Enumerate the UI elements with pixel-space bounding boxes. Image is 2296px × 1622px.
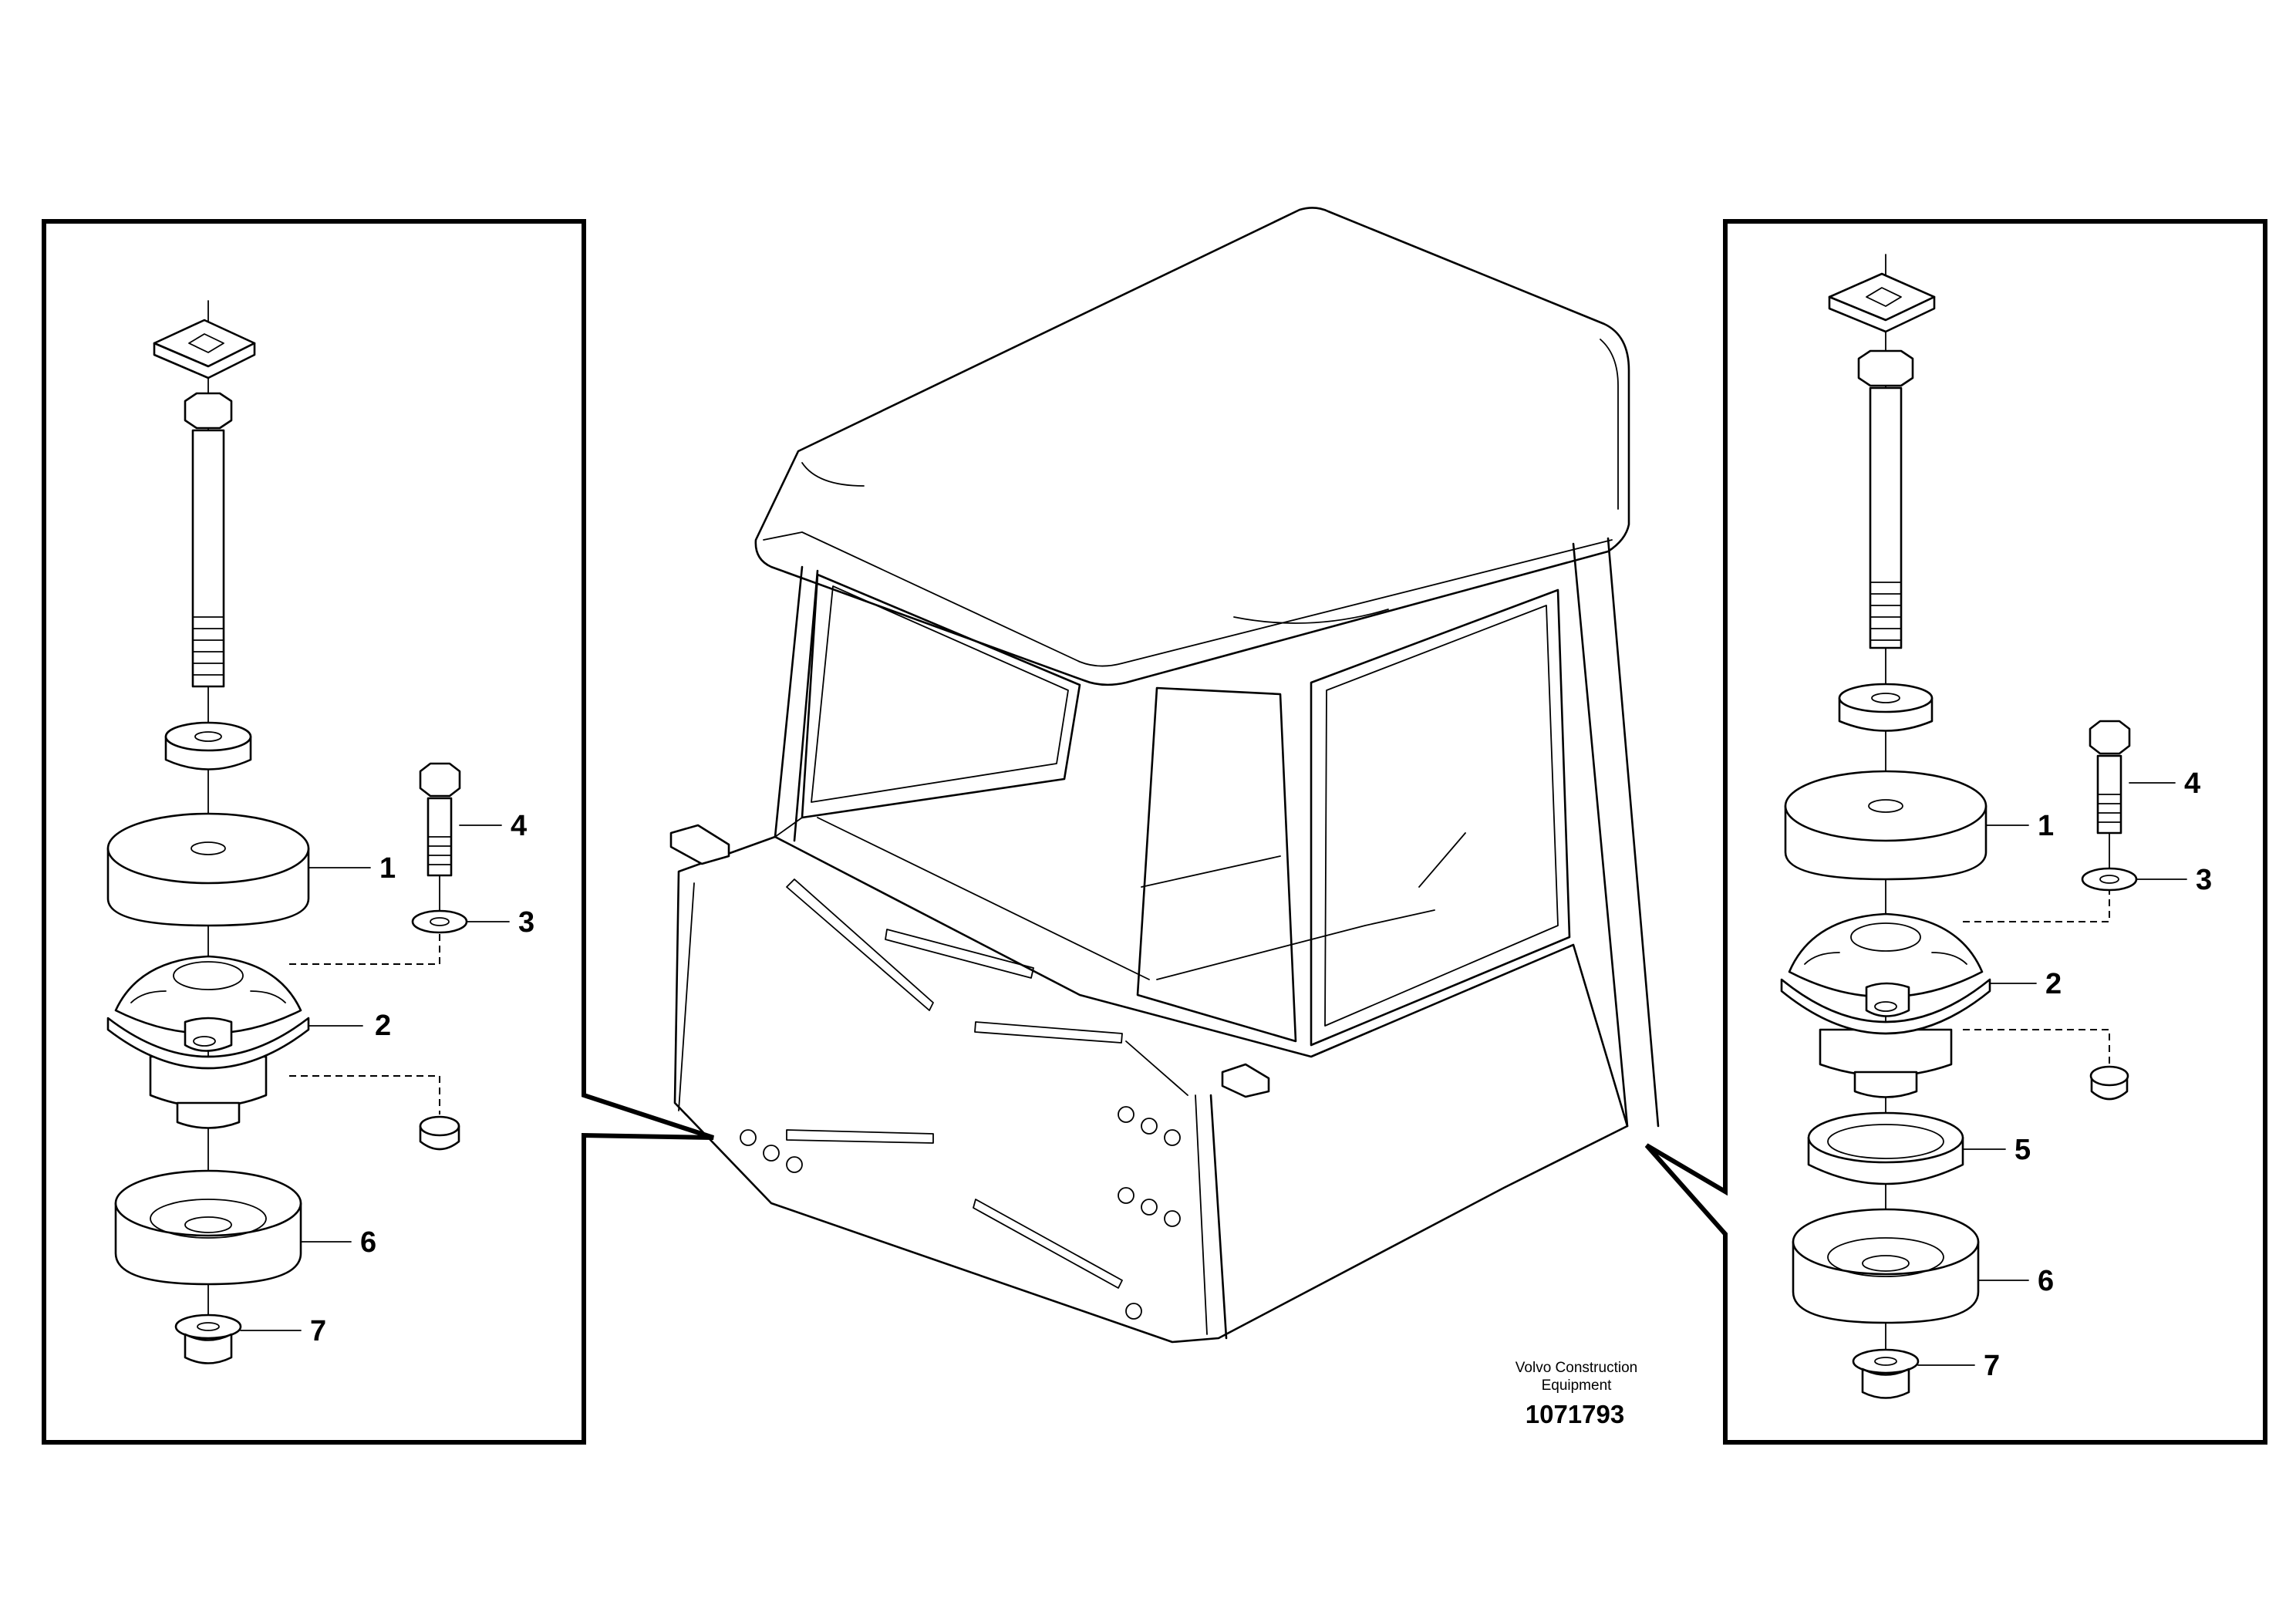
callout-right-2: 2 [2045,968,2062,1000]
left-detail-panel [42,219,714,1445]
callout-right-7: 7 [1984,1350,2000,1382]
callout-right-3: 3 [2196,864,2212,896]
callout-left-4: 4 [511,810,527,842]
left-callouts: 1 2 3 4 6 7 [310,810,534,1347]
callout-right-6: 6 [2038,1265,2054,1297]
callout-right-5: 5 [2014,1134,2031,1166]
drawing-info: Volvo Construction Equipment 1071793 [1515,1360,1637,1428]
callout-left-6: 6 [360,1226,376,1259]
callout-left-3: 3 [518,906,534,939]
manufacturer-name-line2: Equipment [1542,1378,1613,1394]
callout-right-4: 4 [2184,767,2200,800]
right-callouts: 1 2 3 4 5 6 7 [1984,767,2212,1382]
manufacturer-name: Volvo Construction [1515,1360,1637,1376]
operator-cab [669,207,1660,1344]
callout-left-7: 7 [310,1315,326,1347]
document-number: 1071793 [1526,1400,1624,1428]
right-detail-panel [1644,219,2267,1445]
callout-left-1: 1 [379,852,396,885]
callout-left-2: 2 [375,1010,391,1042]
callout-right-1: 1 [2038,810,2054,842]
